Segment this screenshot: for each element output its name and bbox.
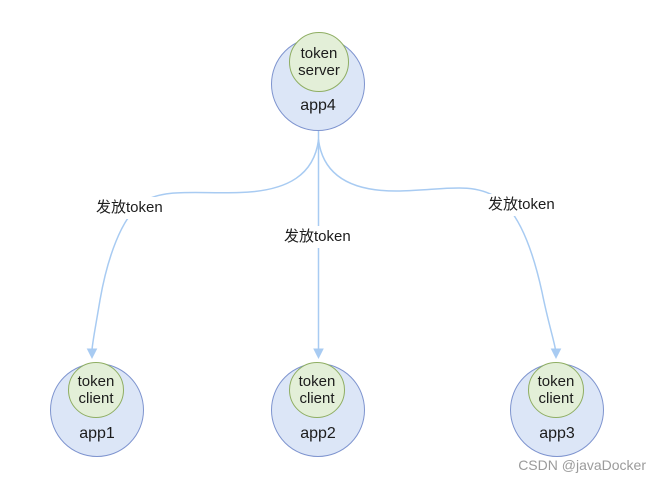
arrowhead-app1 [86,348,98,359]
token-client-label: token client [537,373,575,407]
edge-label-app2: 发放token [282,226,353,248]
edge-label-app3: 发放token [486,194,557,216]
edge-server-to-app3 [317,139,557,351]
token-client-circle: token client [528,362,584,418]
node-app3-label: app3 [539,425,575,442]
token-server-circle: token server [289,32,349,92]
node-app3: token client app3 [510,362,604,457]
edge-label-app1: 发放token [94,197,165,219]
node-app4-label: app4 [300,97,336,114]
node-app1-label: app1 [79,425,115,442]
node-app2: token client app2 [271,362,365,457]
node-app1: token client app1 [50,362,144,457]
arrowhead-app3 [550,348,562,359]
token-client-label: token client [77,373,115,407]
token-client-label: token client [298,373,336,407]
token-client-circle: token client [68,362,124,418]
node-app4: token server app4 [271,32,365,131]
node-app2-label: app2 [300,425,336,442]
token-server-label: token server [298,45,340,79]
arrowhead-app2 [313,348,324,359]
token-client-circle: token client [289,362,345,418]
watermark: CSDN @javaDocker [518,457,646,473]
